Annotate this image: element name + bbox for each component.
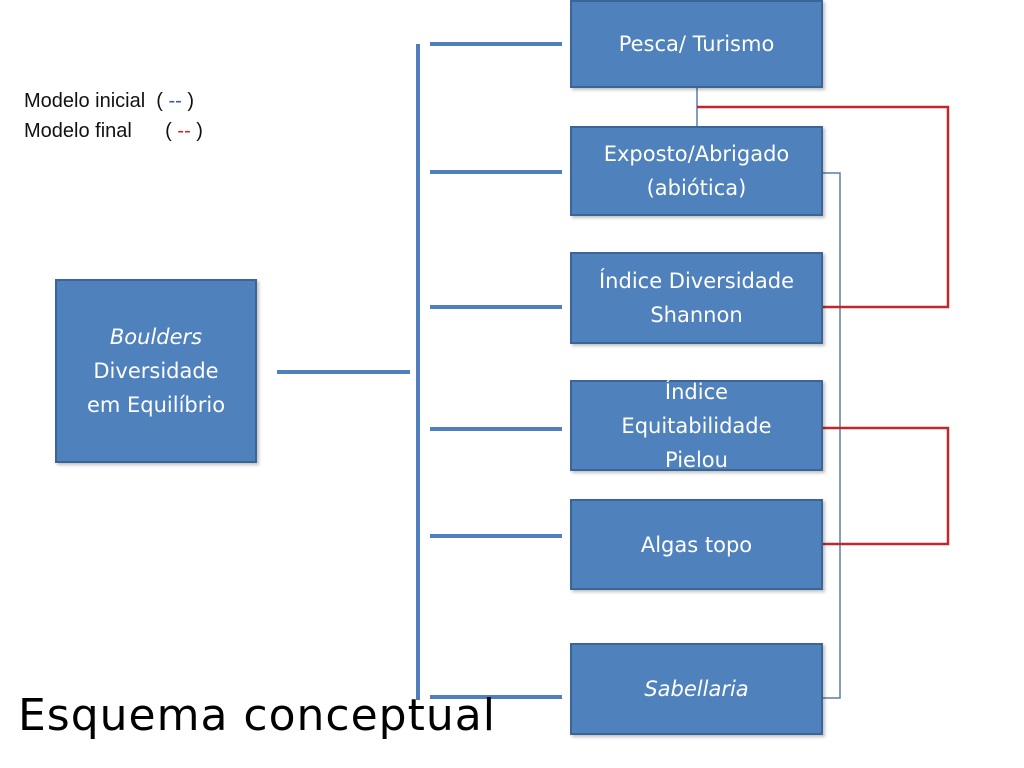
root-line3: em Equilíbrio (86, 393, 226, 417)
root-line2: Diversidade (93, 359, 219, 383)
legend-final-label: Modelo final (24, 120, 132, 142)
legend-initial-symbol: -- (168, 90, 182, 112)
link-exposto-sabellaria (823, 172, 841, 699)
legend-initial-label: Modelo inicial (24, 90, 146, 112)
node-label: Pesca/ Turismo (618, 32, 775, 56)
node-pesca-turismo: Pesca/ Turismo (570, 0, 823, 88)
node-sabellaria: Sabellaria (570, 643, 823, 735)
node-label: Shannon (650, 303, 743, 327)
slide-title: Esquema conceptual (18, 690, 496, 741)
legend-final-symbol: -- (177, 120, 191, 142)
node-label: Pielou (665, 447, 728, 472)
red-link-pielou-algas (823, 426, 950, 546)
node-label: Índice Diversidade (598, 269, 795, 293)
legend-initial: Modelo inicial ( -- ) (24, 90, 195, 112)
node-label: Algas topo (640, 532, 753, 557)
node-label: Índice (664, 379, 729, 404)
node-exposto-abrigado: Exposto/Abrigado (abiótica) (570, 126, 823, 216)
red-link-pesca-shannon (697, 105, 950, 309)
node-label: Exposto/Abrigado (603, 142, 790, 166)
legend-final: Modelo final ( -- ) (24, 120, 203, 142)
node-algas-topo: Algas topo (570, 499, 823, 590)
node-label: Equitabilidade (621, 413, 772, 438)
root-line1: Boulders (109, 325, 203, 349)
node-label: Sabellaria (644, 677, 749, 701)
node-label: (abiótica) (646, 176, 747, 200)
